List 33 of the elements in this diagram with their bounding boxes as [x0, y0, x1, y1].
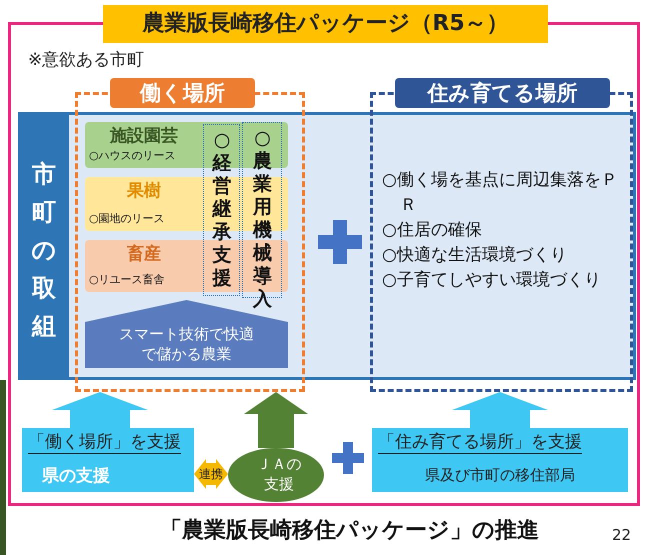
group-heading: 働く場所: [110, 78, 255, 108]
banner-text: スマート技術で快適で儲かる農業: [118, 324, 255, 364]
support-box: [203, 124, 240, 296]
support-box: [22, 428, 194, 492]
edge-label: 連携: [198, 466, 224, 482]
block-arrow: [452, 392, 548, 428]
category-title: 果樹: [126, 180, 162, 202]
block-arrow: [244, 392, 308, 448]
list-item: ○働く場を基点に周辺集落をＰＲ: [382, 169, 619, 217]
ellipse-text: ＪＡの支援: [256, 454, 302, 494]
category-detail: ○リユース畜舎: [89, 272, 166, 287]
support-box: [372, 428, 628, 492]
vertical-text: ○農業用機械導入: [252, 127, 273, 311]
list-item: ○住居の確保: [382, 219, 483, 242]
vertical-text: ○経営継承支援: [212, 129, 232, 290]
block-arrow: [52, 392, 148, 428]
category-detail: ○ハウスのリース: [89, 148, 177, 163]
category-detail: ○園地のリース: [89, 211, 166, 226]
block-arrow: [194, 459, 228, 489]
support-heading: 「住み育てる場所」を支援: [378, 430, 582, 454]
category-title: 施設園芸: [108, 125, 179, 147]
group-heading: 住み育てる場所: [395, 78, 610, 108]
caption: 「農業版長崎移住パッケージ」の推進: [160, 517, 539, 545]
support-heading: 「働く場所」を支援: [28, 430, 181, 454]
list-item: ○子育てしやすい環境づくり: [382, 269, 602, 292]
title: 農業版長崎移住パッケージ（R5～）: [103, 5, 548, 43]
side-label: 市町の取組: [30, 159, 58, 342]
category-title: 畜産: [126, 243, 162, 265]
page-number: 22: [612, 526, 632, 544]
support-text: 県の支援: [42, 465, 110, 487]
support-text: 県及び市町の移住部局: [424, 466, 576, 485]
list-item: ○快適な生活環境づくり: [382, 244, 568, 267]
note: ※意欲ある市町: [28, 49, 144, 71]
